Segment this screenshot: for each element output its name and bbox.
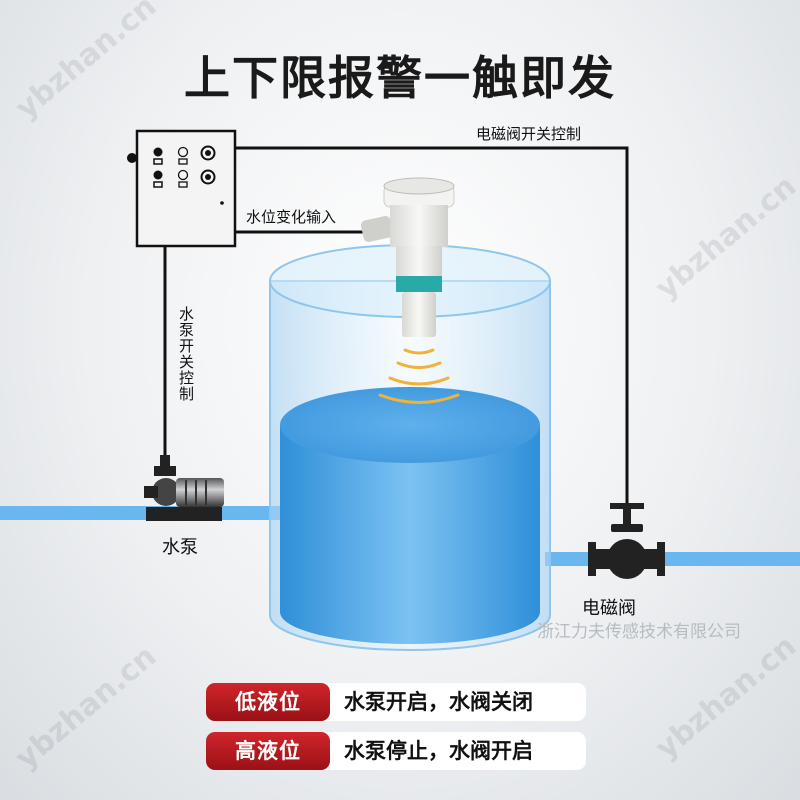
control-knob — [200, 169, 216, 185]
water-tank — [269, 244, 551, 651]
water-pump — [144, 455, 224, 521]
legend-tag: 低液位 — [206, 683, 330, 721]
inlet-pipe — [0, 506, 285, 520]
company-name: 浙江力夫传感技术有限公司 — [537, 622, 741, 642]
valve-label: 电磁阀 — [582, 598, 636, 619]
sonic-waves — [378, 348, 460, 404]
indicator-light — [153, 147, 163, 157]
pump-label: 水泵 — [162, 537, 198, 558]
legend-desc: 水泵开启，水阀关闭 — [324, 683, 586, 721]
legend-tag: 高液位 — [206, 732, 330, 770]
outlet-pipe — [545, 552, 800, 566]
legend-low-level: 水泵开启，水阀关闭 低液位 — [206, 683, 596, 721]
water-surface — [280, 387, 540, 463]
pump-control-label: 水泵开关控制 — [177, 306, 195, 402]
legend-desc: 水泵停止，水阀开启 — [324, 732, 586, 770]
indicator-light — [177, 146, 189, 158]
valve-control-label: 电磁阀开关控制 — [476, 125, 582, 143]
level-input-label: 水位变化输入 — [246, 208, 337, 226]
page-title: 上下限报警一触即发 — [184, 51, 616, 105]
legend-high-level: 水泵停止，水阀开启 高液位 — [206, 732, 596, 770]
indicator-light — [177, 169, 189, 181]
control-knob — [200, 145, 216, 161]
control-wiring — [163, 146, 629, 505]
ultrasonic-level-sensor — [360, 177, 455, 337]
controller-box — [127, 129, 237, 248]
indicator-light — [153, 170, 163, 180]
solenoid-valve — [588, 503, 665, 579]
